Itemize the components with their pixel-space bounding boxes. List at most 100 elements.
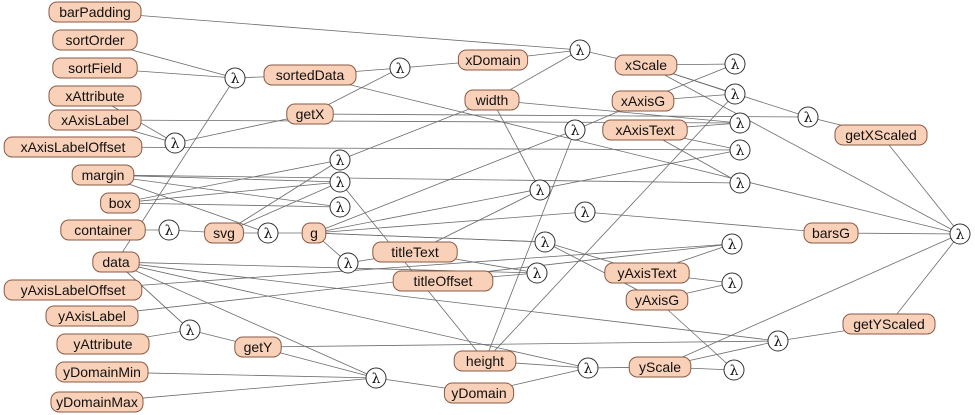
edge-yAxisG-to-L29	[656, 299, 735, 371]
edge-getYScaled-to-L30	[888, 233, 961, 325]
lambda-node: λ	[329, 171, 351, 193]
node-box	[204, 222, 244, 244]
lambda-symbol: λ	[336, 153, 345, 169]
node-sortedData: sortedData	[263, 64, 357, 86]
node-getXScaled: getXScaled	[834, 124, 928, 146]
node-box	[92, 251, 140, 273]
node-label: barPadding	[59, 4, 131, 20]
edge-getX-to-L25	[309, 113, 809, 118]
node-box	[48, 85, 142, 107]
node-sortOrder: sortOrder	[52, 29, 138, 51]
node-label: svg	[213, 225, 235, 241]
node-box	[464, 89, 520, 111]
lambda-circle	[721, 272, 743, 294]
lambda-symbol: λ	[736, 116, 745, 132]
lambda-node: λ	[179, 319, 201, 341]
node-label: box	[109, 195, 132, 211]
node-label: yAxisLabel	[58, 308, 126, 324]
lambda-symbol: λ	[736, 143, 745, 159]
node-box	[604, 262, 690, 284]
lambda-circle	[729, 139, 751, 161]
lambda-circle	[767, 330, 789, 352]
lambda-symbol: λ	[344, 256, 353, 272]
node-data: data	[92, 251, 140, 273]
edge-getXScaled-to-L30	[880, 134, 961, 235]
edge-margin-to-L9	[102, 174, 341, 208]
lambda-circle	[329, 196, 351, 218]
node-box	[52, 29, 138, 51]
node-box	[842, 313, 936, 335]
lambda-node: λ	[337, 252, 359, 274]
lambda-node: λ	[224, 67, 246, 89]
edge-g-to-L15	[313, 129, 576, 234]
node-box	[263, 64, 357, 86]
lambda-node: λ	[797, 106, 819, 128]
lambda-node: λ	[257, 222, 279, 244]
lambda-circle	[329, 171, 351, 193]
node-box	[60, 219, 146, 241]
lambda-circle	[797, 106, 819, 128]
lambda-symbol: λ	[165, 223, 174, 239]
node-label: yDomainMin	[63, 364, 141, 380]
node-g: g	[301, 222, 327, 244]
nodes-layer: barPaddingsortOrdersortFieldxAttributexA…	[3, 1, 936, 413]
node-label: yAxisLabelOffset	[21, 282, 126, 298]
node-label: getX	[296, 106, 325, 122]
node-label: sortedData	[276, 67, 345, 83]
node-box	[372, 241, 458, 263]
edge-L3-to-width	[339, 99, 493, 161]
node-label: g	[310, 225, 318, 241]
lambda-node: λ	[389, 57, 411, 79]
node-titleText: titleText	[372, 241, 458, 263]
edge-g-to-L21	[313, 232, 546, 243]
node-yDomainMax: yDomainMax	[50, 391, 144, 413]
node-yAxisLabelOffset: yAxisLabelOffset	[3, 279, 143, 301]
node-barPadding: barPadding	[48, 1, 142, 23]
node-yAttribute: yAttribute	[56, 333, 150, 355]
node-margin: margin	[71, 164, 135, 186]
node-box	[234, 336, 282, 358]
lambda-symbol: λ	[396, 61, 405, 77]
lambda-symbol: λ	[571, 123, 580, 139]
lambda-symbol: λ	[536, 183, 545, 199]
lambda-node: λ	[329, 149, 351, 171]
lambda-symbol: λ	[541, 235, 550, 251]
lambda-node: λ	[164, 132, 186, 154]
node-label: sortOrder	[65, 32, 124, 48]
edge-data-to-L26	[115, 261, 377, 379]
lambda-node: λ	[724, 83, 746, 105]
lambda-symbol: λ	[336, 200, 345, 216]
lambda-circle	[574, 201, 596, 223]
edge-width-to-L19	[491, 99, 741, 124]
node-box: box	[100, 192, 140, 214]
lambda-node: λ	[729, 139, 751, 161]
node-getY: getY	[234, 336, 282, 358]
edge-margin-to-L4	[102, 174, 341, 183]
edge-data-to-L12	[115, 261, 191, 331]
node-box	[453, 350, 517, 372]
node-label: height	[466, 353, 504, 369]
lambda-node: λ	[723, 359, 745, 381]
lambda-node: λ	[724, 53, 746, 75]
node-label: xAxisLabel	[61, 112, 129, 128]
node-box	[100, 192, 140, 214]
lambda-node: λ	[564, 119, 586, 141]
lambda-symbol: λ	[581, 205, 590, 221]
node-barsG: barsG	[803, 222, 859, 244]
edge-barPadding-to-L6	[94, 11, 581, 51]
edge-yScale-to-L30	[659, 233, 961, 368]
lambda-circle	[723, 359, 745, 381]
lambda-symbol: λ	[576, 43, 585, 59]
edge-L20-to-barsG	[584, 211, 832, 234]
node-label: yScale	[639, 359, 681, 375]
lambda-node: λ	[365, 367, 387, 389]
lambda-node: λ	[329, 196, 351, 218]
edge-yDomainMax-to-L26	[96, 377, 377, 403]
node-label: container	[74, 222, 132, 238]
lambda-symbol: λ	[804, 110, 813, 126]
edge-margin-to-L18	[102, 174, 741, 184]
node-label: yAttribute	[73, 336, 132, 352]
node-yDomainMin: yDomainMin	[55, 361, 149, 383]
edge-box-to-L3	[119, 159, 341, 204]
lambda-node: λ	[767, 330, 789, 352]
